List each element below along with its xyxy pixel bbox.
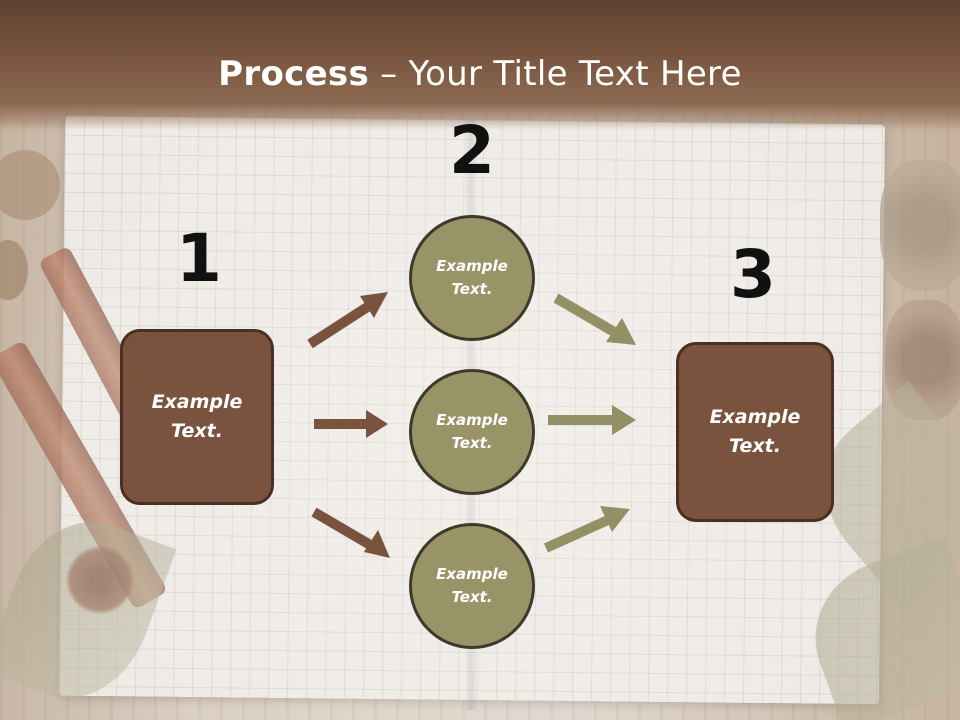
circle-middle-text-line2: Text. xyxy=(451,434,493,452)
left-arrow-up xyxy=(307,292,388,349)
circle-bottom-text-line2: Text. xyxy=(451,588,493,606)
right-arrow-up xyxy=(543,506,630,553)
left-arrow-down xyxy=(311,507,390,558)
step-number-3: 3 xyxy=(730,236,776,313)
title-band xyxy=(0,0,960,130)
step-1-text-line2: Text. xyxy=(171,420,223,442)
right-arrow-down xyxy=(553,293,636,345)
title-rest: – Your Title Text Here xyxy=(369,54,742,94)
step-3-text-line2: Text. xyxy=(729,435,781,457)
step-3-text-line1: Example xyxy=(709,406,801,428)
left-arrow-middle xyxy=(314,410,388,438)
circle-middle-text-line1: Example xyxy=(436,411,508,429)
step-number-2: 2 xyxy=(449,112,495,189)
title-bold: Process xyxy=(218,54,370,94)
step-1-text-line1: Example xyxy=(151,391,243,413)
step-number-1: 1 xyxy=(176,220,222,297)
circle-top-text-line1: Example xyxy=(436,257,508,275)
slide-title: Process – Your Title Text Here xyxy=(0,54,960,94)
right-arrow-middle xyxy=(548,405,636,435)
circle-bottom-text-line1: Example xyxy=(436,565,508,583)
circle-top-text-line2: Text. xyxy=(451,280,493,298)
